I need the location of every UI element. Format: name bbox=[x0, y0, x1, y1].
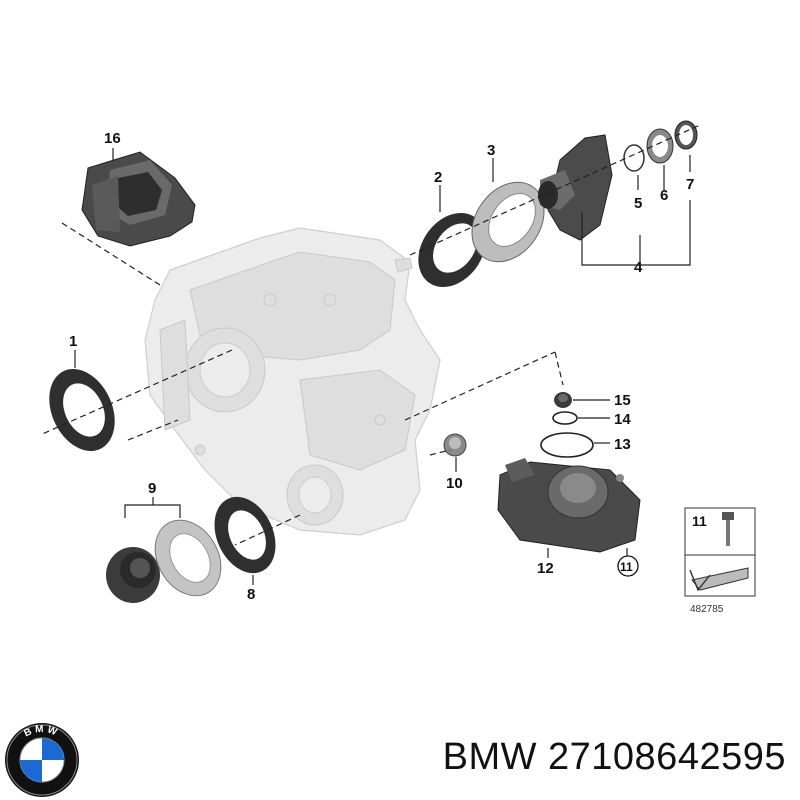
part-2-shaft-seal bbox=[418, 212, 486, 288]
part-12-actuator-motor bbox=[497, 458, 641, 553]
part-7-snap-ring bbox=[674, 120, 698, 150]
leader-lines bbox=[39, 124, 701, 546]
legend-box: 11 482785 bbox=[684, 507, 756, 615]
callout-15: 15 bbox=[614, 392, 631, 409]
part-6-spacer-ring bbox=[646, 128, 674, 164]
part-13-o-ring bbox=[540, 432, 594, 458]
svg-text:BMW: BMW bbox=[22, 724, 61, 740]
callout-1: 1 bbox=[69, 333, 77, 350]
callout-12: 12 bbox=[537, 560, 554, 577]
part-16-mount bbox=[81, 151, 196, 247]
callout-leaders bbox=[74, 148, 691, 585]
part-8-shaft-seal bbox=[214, 496, 276, 574]
svg-text:11: 11 bbox=[620, 560, 633, 574]
callout-7: 7 bbox=[686, 176, 694, 193]
part-1-shaft-seal bbox=[49, 369, 115, 451]
part-4-output-flange bbox=[538, 134, 613, 241]
legend-reference: 482785 bbox=[690, 604, 724, 615]
part-9-cover-assembly bbox=[106, 519, 222, 603]
callout-6: 6 bbox=[660, 187, 668, 204]
callout-11-circled: 11 bbox=[617, 555, 639, 577]
callout-14: 14 bbox=[614, 411, 631, 428]
callout-5: 5 bbox=[634, 195, 642, 212]
callout-9: 9 bbox=[148, 480, 156, 497]
part-3-spacer-ring bbox=[471, 181, 545, 263]
callout-2: 2 bbox=[434, 169, 442, 186]
callout-13: 13 bbox=[614, 436, 631, 453]
transfer-case-housing bbox=[144, 227, 441, 536]
part-15-seal-plug bbox=[554, 392, 572, 408]
part-5-o-ring bbox=[623, 144, 645, 172]
part-14-o-ring bbox=[552, 411, 578, 425]
bmw-logo: BMW bbox=[5, 723, 79, 797]
part-number-caption: BMW 27108642595 bbox=[442, 736, 786, 778]
callout-3: 3 bbox=[487, 142, 495, 159]
callout-4: 4 bbox=[634, 259, 643, 276]
legend-number: 11 bbox=[692, 513, 707, 529]
callout-8: 8 bbox=[247, 586, 255, 603]
callout-10: 10 bbox=[446, 475, 463, 492]
bolt-icon bbox=[722, 512, 734, 546]
part-10-plug bbox=[443, 433, 467, 457]
arrow-icon bbox=[689, 567, 749, 592]
callout-16: 16 bbox=[104, 130, 121, 147]
